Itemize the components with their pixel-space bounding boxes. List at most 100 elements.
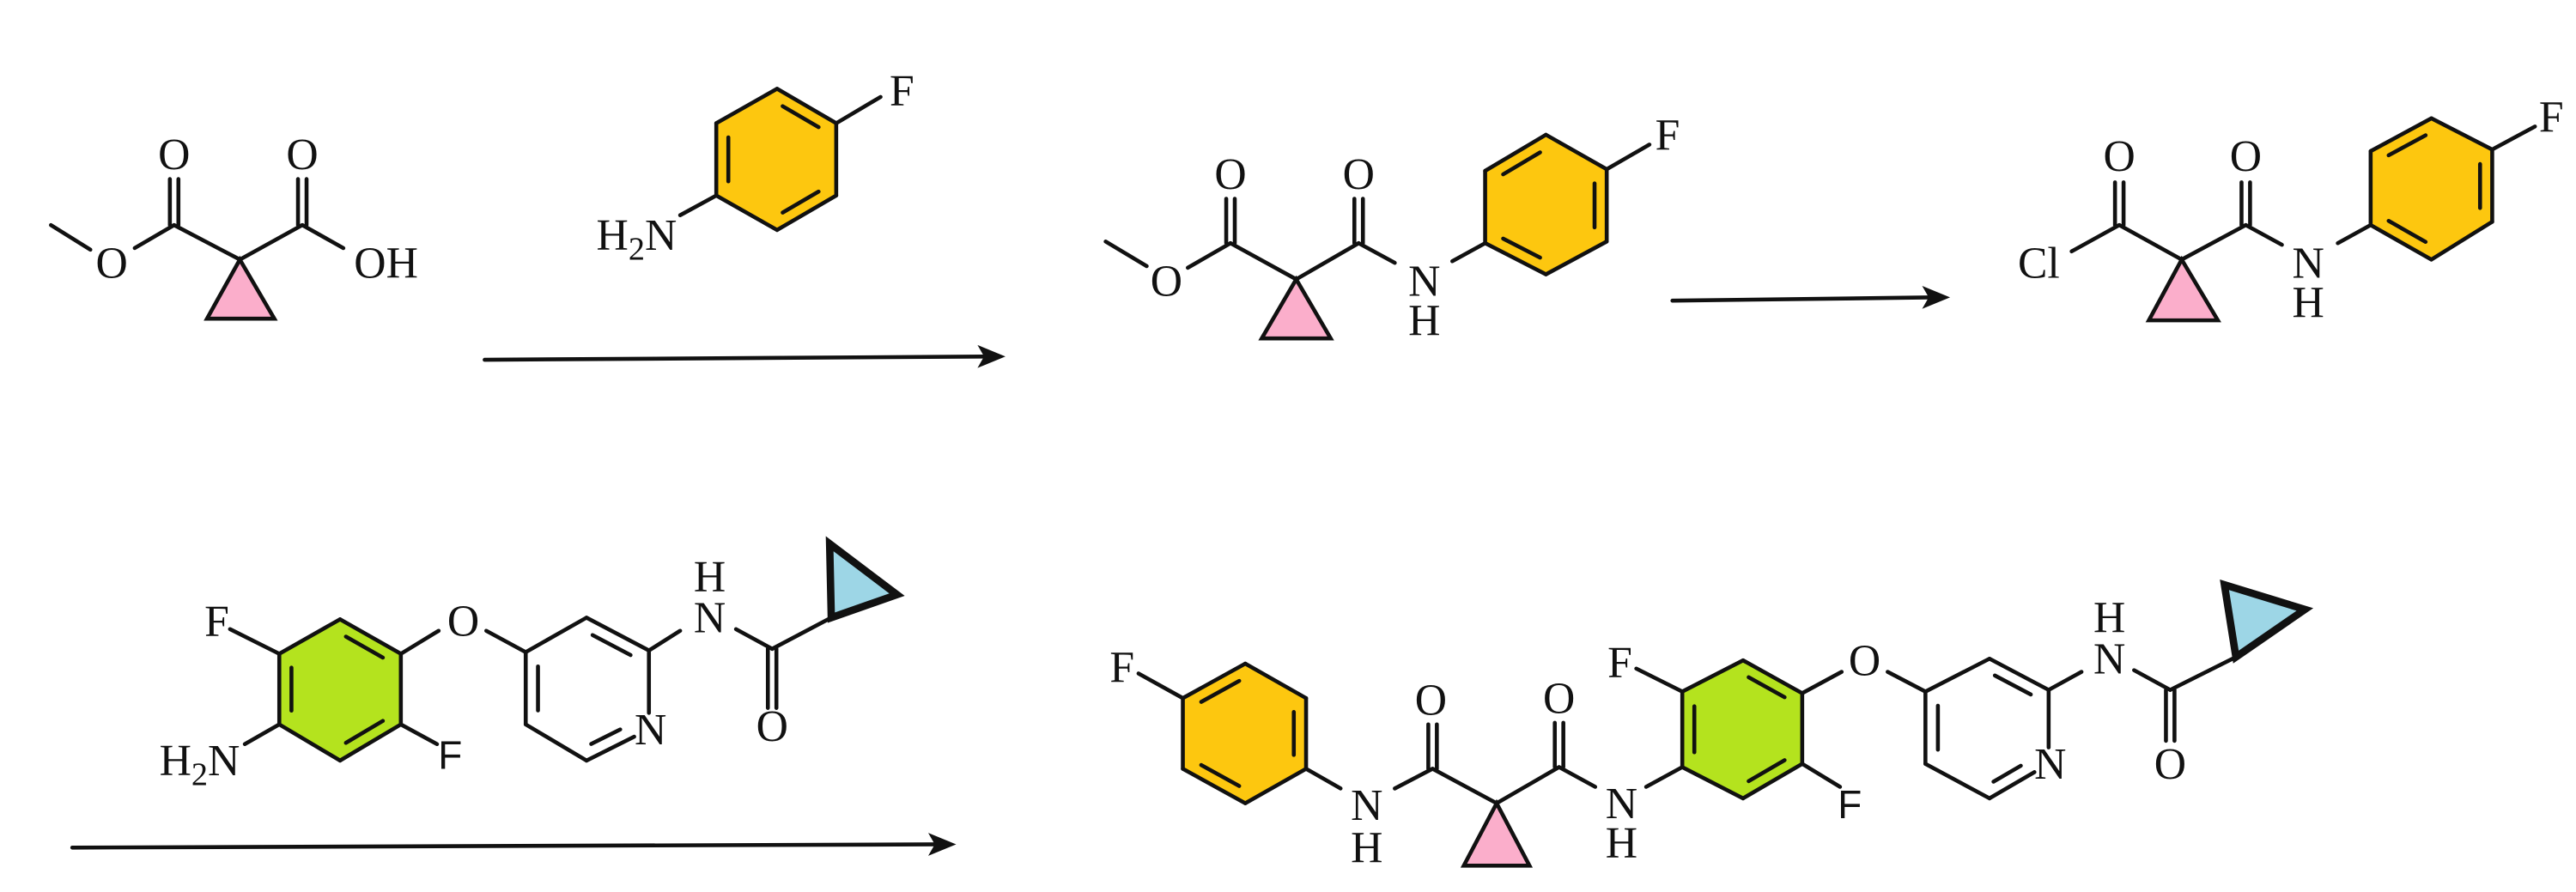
reaction-arrow-3-shaft <box>70 842 945 850</box>
cyclopropyl-ring <box>825 536 905 623</box>
difluorophenyl-ring-inner-double-bond <box>1747 758 1787 784</box>
bond <box>2132 668 2172 692</box>
pyridine-ring-bond <box>584 734 636 763</box>
atom-label-pyridine-nitrogen: N <box>635 706 666 755</box>
reaction-arrow-3-head <box>927 833 957 856</box>
fluorophenyl-ring-bond <box>1544 132 1609 172</box>
fluorophenyl-ring-inner-double-bond <box>781 104 821 130</box>
amine-subscript: 2 <box>191 757 208 793</box>
atom-label-fluorine: F <box>1607 638 1632 687</box>
pyridine-ring-inner-double-bond <box>590 633 633 658</box>
reaction-arrow-1-shaft <box>483 354 994 362</box>
amine-h: H <box>160 737 191 786</box>
cyclopropyl-ring <box>2220 579 2314 664</box>
bond <box>1494 765 1561 805</box>
fluorophenyl-ring-inner-double-bond <box>781 189 821 215</box>
difluorophenyl-ring-inner-double-bond <box>343 634 386 660</box>
bond <box>172 222 242 262</box>
bond <box>1393 767 1435 791</box>
atom-label-oxygen: O <box>1415 676 1447 725</box>
atom-label-amine: H2N <box>597 211 677 267</box>
atom-label-fluorine: F <box>204 597 229 646</box>
atom-label-fluorine: F <box>1838 782 1862 827</box>
atom-label-nitrogen: N <box>694 594 726 643</box>
atom-label-fluorine: F <box>438 732 462 777</box>
bond <box>733 627 775 652</box>
bond <box>1634 666 1685 694</box>
atom-label-fluorine: F <box>1656 111 1680 160</box>
pyridine-ring-bond <box>584 616 652 652</box>
fluorophenyl-ring-fill <box>716 88 836 230</box>
bond <box>1185 240 1233 270</box>
bond <box>1228 240 1298 282</box>
atom-label-oxygen: O <box>2103 132 2135 181</box>
atom-label-chlorine: Cl <box>2018 239 2060 288</box>
bond <box>238 222 305 262</box>
difluorophenyl-ring-bond <box>337 722 404 763</box>
fluorophenyl-ring-bond <box>1242 661 1309 701</box>
bond <box>2244 222 2284 247</box>
pyridine-ring-bond <box>523 722 589 763</box>
atom-label-oxygen: O <box>2154 740 2186 789</box>
atom-label-oxygen: O <box>447 597 479 646</box>
fluorophenyl-ring-bond <box>714 87 780 125</box>
bond <box>1800 762 1843 789</box>
atom-label-pyridine-nitrogen: N <box>2034 740 2066 789</box>
amine-n: N <box>645 211 677 260</box>
bond <box>2490 124 2537 152</box>
difluorophenyl-ring-inner-double-bond <box>1747 675 1787 700</box>
reactant-molecule: O O O OH <box>95 130 417 288</box>
bond <box>769 616 834 652</box>
atom-label-hydrogen: H <box>2292 278 2324 327</box>
bond <box>2117 222 2184 262</box>
bond <box>1103 240 1149 269</box>
fluorophenyl-ring-inner-double-bond <box>1501 236 1542 260</box>
pyridine-ring-bond <box>1923 656 1992 694</box>
fluorophenyl-ring-bond <box>2368 222 2433 262</box>
bond <box>1604 143 1652 172</box>
atom-label-hydrogen: H <box>1408 296 1440 345</box>
fluorophenyl-ring-bond <box>714 193 780 233</box>
atom-label-oxygen: O <box>1849 636 1880 685</box>
pyridine-ring-bond <box>1987 656 2051 692</box>
difluorophenyl-ring-bond <box>276 722 343 763</box>
bond <box>2179 222 2248 262</box>
difluorophenyl-ring-fill <box>279 619 401 761</box>
acid-chloride-molecule: Cl O O N H F <box>2018 93 2564 327</box>
bond <box>1431 767 1499 805</box>
atom-label-nitrogen: N <box>1408 257 1440 306</box>
fluorophenyl-ring-inner-double-bond <box>1501 150 1542 177</box>
atom-label-oxygen: O <box>1214 150 1246 199</box>
fluorophenyl-ring-bond <box>2429 220 2494 262</box>
atom-label-oxygen: O <box>1343 150 1375 199</box>
atom-label-fluorine: F <box>2539 93 2564 142</box>
cyclopropane-ring <box>2145 255 2221 323</box>
atom-label-oxygen: O <box>95 239 127 288</box>
difluorophenyl-ring-bond <box>1741 762 1805 801</box>
atom-label-nitrogen: N <box>1351 781 1382 830</box>
structure-bonds <box>49 87 2537 868</box>
difluorophenyl-ring-bond <box>1741 658 1805 695</box>
atom-label-nitrogen: N <box>2093 634 2125 683</box>
fluorophenyl-ring-fill <box>1485 134 1607 275</box>
fluorophenyl-ring-bond <box>1181 767 1248 805</box>
atom-label-oxygen: O <box>158 130 190 179</box>
fluorophenyl-ring-inner-double-bond <box>2386 133 2428 158</box>
pyridine-ring-inner-double-bond <box>589 727 623 746</box>
amine-subscript: 2 <box>629 231 645 267</box>
reaction-arrow-2-shaft <box>1670 295 1940 303</box>
aminopyridine-reagent: F F H2N O N N H O <box>160 553 788 793</box>
fluorophenyl-ring-bond <box>1483 240 1548 276</box>
bond <box>1356 240 1397 265</box>
bond <box>398 628 441 656</box>
atom-label-hydrogen: H <box>1606 819 1637 868</box>
bond <box>834 94 883 125</box>
pyridine-ring-bond <box>523 616 589 654</box>
bond <box>2046 670 2084 692</box>
reaction-arrow-2-head <box>1922 285 1951 309</box>
bond <box>1800 670 1844 695</box>
bond <box>1294 240 1361 282</box>
fluorophenyl-ring-bond <box>1483 132 1548 173</box>
difluorophenyl-ring-bond <box>337 617 404 656</box>
atom-label-fluorine: F <box>890 66 914 115</box>
